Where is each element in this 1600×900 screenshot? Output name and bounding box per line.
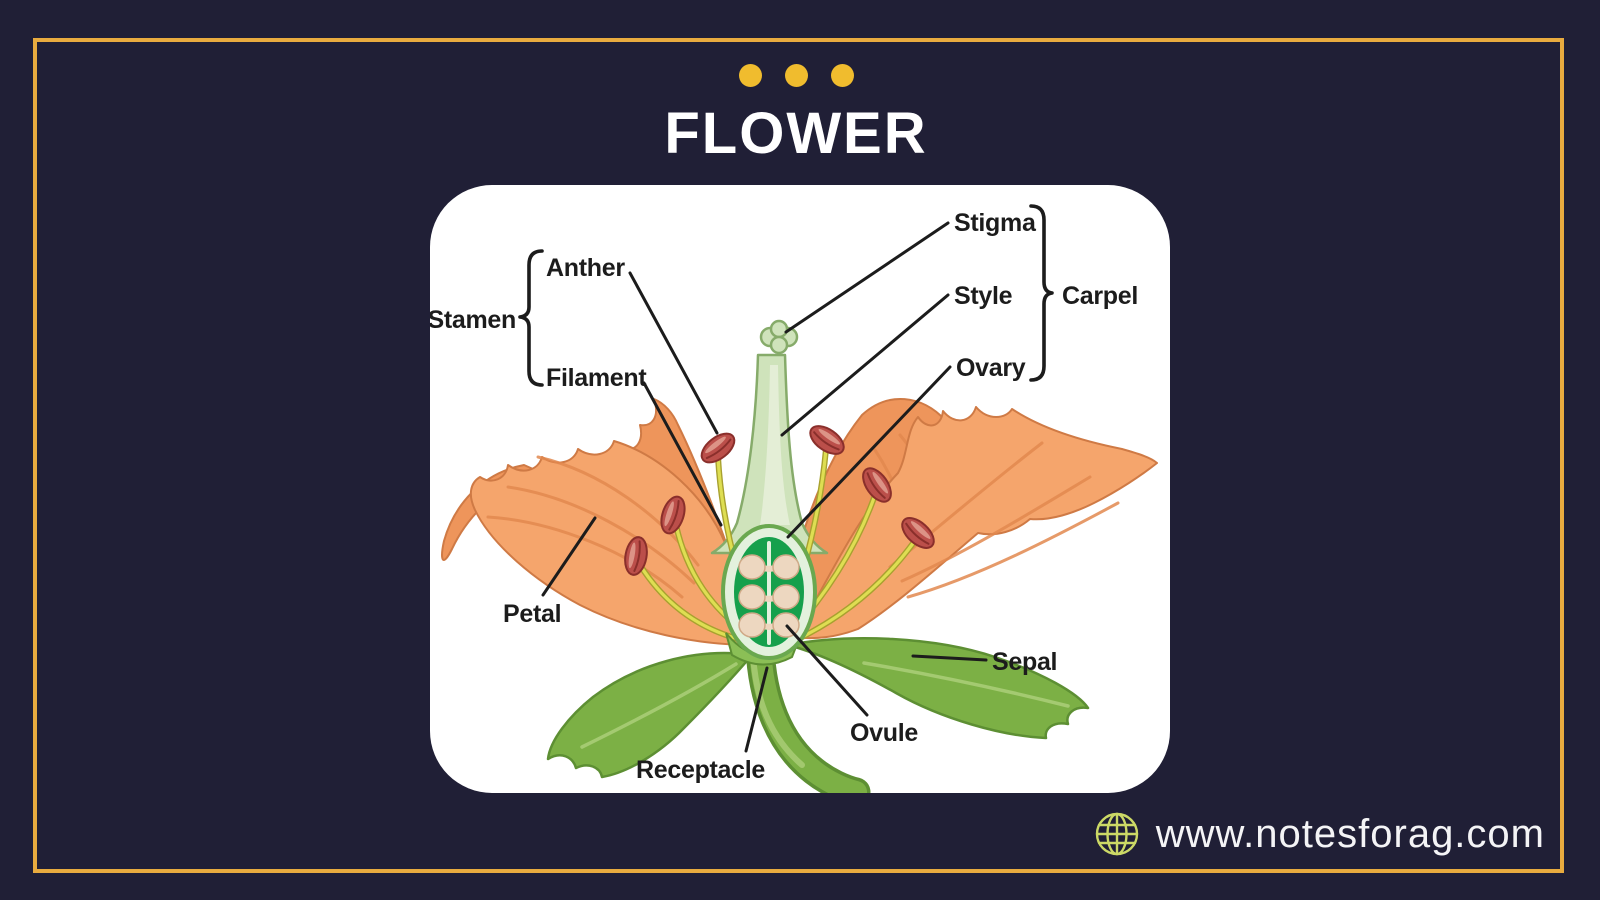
ovule bbox=[738, 612, 766, 638]
petal-streak bbox=[486, 515, 684, 599]
decorative-dots bbox=[0, 64, 1592, 87]
ovary-leader-line bbox=[786, 365, 952, 539]
stigma-lobe bbox=[769, 319, 789, 339]
sepal-vein bbox=[862, 661, 1070, 708]
anther-capsule bbox=[809, 425, 845, 455]
anthers bbox=[624, 425, 935, 576]
style-label: Style bbox=[954, 282, 1013, 310]
ovule bbox=[738, 554, 766, 580]
labels: Stigma Style Ovary Carpel Anther Stamen … bbox=[430, 209, 1138, 784]
filament-leader-line bbox=[642, 381, 723, 527]
left-petal-blade bbox=[469, 440, 753, 646]
receptacle-label: Receptacle bbox=[636, 756, 765, 784]
stigma-leader-line bbox=[784, 221, 950, 334]
ovule bbox=[772, 584, 800, 610]
gold-border-frame bbox=[33, 38, 1564, 873]
petal-streak bbox=[906, 501, 1120, 599]
sepal-leader-line bbox=[911, 654, 988, 662]
footer: www.notesforag.com bbox=[1093, 810, 1545, 858]
right-petal-blade bbox=[794, 406, 1158, 640]
ovule-leader-line bbox=[785, 624, 869, 717]
braces bbox=[518, 204, 1054, 387]
left-petal bbox=[441, 440, 753, 646]
anther-label: Anther bbox=[546, 254, 625, 282]
gold-dot bbox=[784, 64, 808, 87]
website-url: www.notesforag.com bbox=[1155, 811, 1545, 856]
sepal-label: Sepal bbox=[992, 648, 1057, 676]
anther-capsule bbox=[862, 467, 892, 503]
leader-lines bbox=[541, 221, 988, 753]
petal-label: Petal bbox=[503, 600, 561, 628]
pistil bbox=[710, 319, 829, 555]
carpel-label: Carpel bbox=[1062, 282, 1138, 310]
ovule-label: Ovule bbox=[850, 719, 918, 747]
stigma-label: Stigma bbox=[954, 209, 1037, 237]
right-petal bbox=[794, 406, 1158, 640]
style-highlight bbox=[760, 365, 790, 525]
anther-capsule bbox=[700, 432, 736, 464]
carpel-brace bbox=[1029, 204, 1054, 382]
sepal-vein bbox=[580, 662, 738, 749]
filament-label: Filament bbox=[546, 364, 647, 392]
ovary bbox=[721, 524, 817, 660]
ovules bbox=[738, 554, 800, 638]
globe-icon bbox=[1095, 812, 1138, 856]
receptacle-leader-line bbox=[744, 666, 769, 753]
ovary-label: Ovary bbox=[956, 354, 1026, 382]
anther-leader-line bbox=[628, 271, 719, 435]
gold-dot bbox=[830, 64, 854, 87]
anther-capsule bbox=[624, 536, 648, 576]
filament-curve bbox=[638, 563, 748, 643]
gold-dot bbox=[738, 64, 762, 87]
petal-streak bbox=[900, 475, 1092, 583]
stamen-label: Stamen bbox=[430, 306, 516, 334]
petal-streak bbox=[506, 485, 696, 585]
page-title: FLOWER bbox=[664, 101, 928, 166]
anther-capsule bbox=[660, 495, 686, 535]
stem-highlight bbox=[750, 652, 805, 768]
petal-leader-line bbox=[541, 516, 597, 597]
flower-diagram: Stigma Style Ovary Carpel Anther Stamen … bbox=[430, 204, 1158, 793]
stigma-lobe bbox=[769, 335, 789, 355]
stigma-knob bbox=[759, 319, 799, 355]
stamen-brace bbox=[518, 249, 544, 387]
filament-curve bbox=[794, 540, 916, 642]
style-leader-line bbox=[780, 293, 950, 437]
diagram-card: Stigma Style Ovary Carpel Anther Stamen … bbox=[430, 185, 1170, 793]
ovule bbox=[772, 554, 800, 580]
anther-capsule bbox=[901, 517, 935, 549]
ovule bbox=[738, 584, 766, 610]
